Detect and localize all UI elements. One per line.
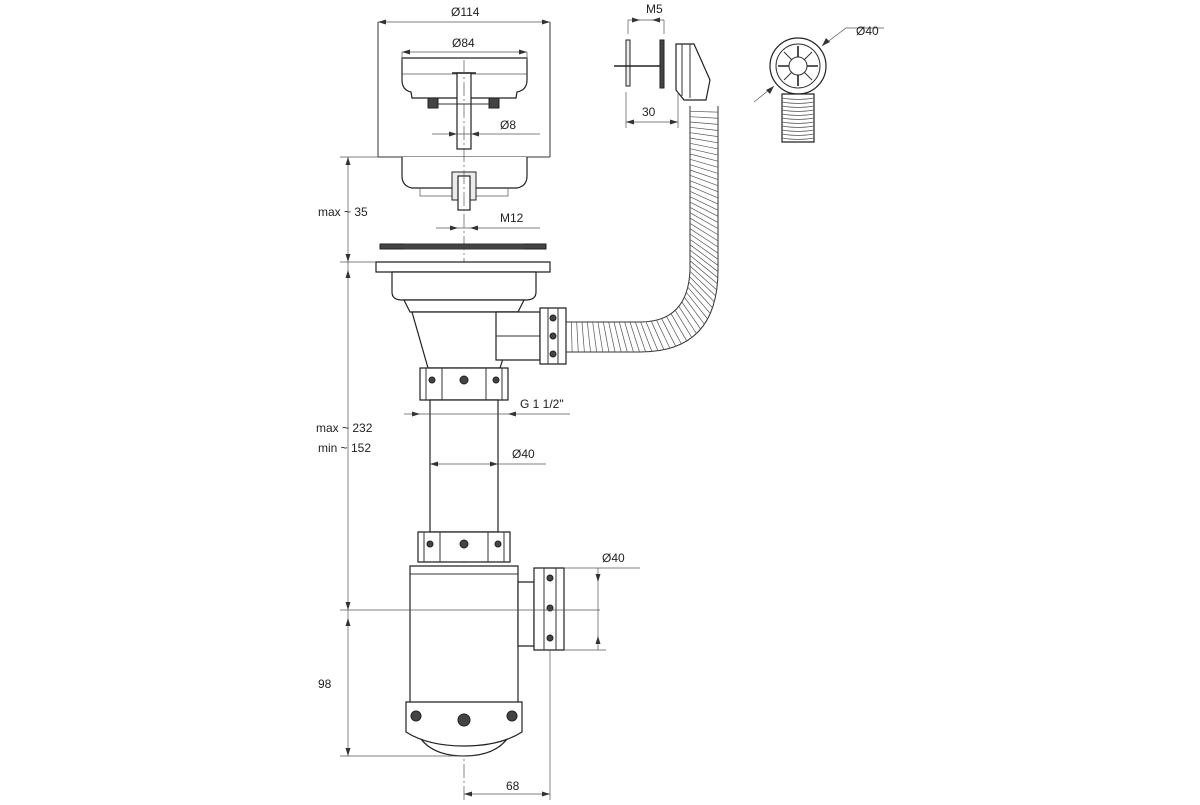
hose-rib bbox=[686, 292, 708, 320]
dim-d40-top: Ø40 bbox=[856, 24, 879, 38]
dim-68: 68 bbox=[506, 779, 520, 793]
hose-rib bbox=[656, 319, 671, 349]
hose-rib bbox=[689, 142, 719, 150]
dim-max232: max ~ 232 bbox=[316, 421, 373, 435]
front-hose-rib bbox=[781, 117, 815, 120]
dim-m5: M5 bbox=[646, 2, 663, 16]
front-hose-rib bbox=[781, 97, 815, 100]
hose-rib bbox=[689, 137, 719, 144]
front-hose-rib bbox=[781, 105, 815, 108]
dim-d114: Ø114 bbox=[451, 5, 480, 19]
hose-rib bbox=[592, 321, 598, 353]
dim-d40-outlet: Ø40 bbox=[602, 551, 625, 565]
dim-d8: Ø8 bbox=[500, 118, 516, 132]
hose-rib bbox=[689, 249, 719, 272]
hose-rib bbox=[684, 297, 705, 325]
hose-rib bbox=[581, 321, 585, 353]
dim-m12: M12 bbox=[500, 211, 524, 225]
hose-rib bbox=[689, 116, 719, 119]
hose-rib bbox=[689, 228, 719, 248]
hose-rib bbox=[645, 321, 659, 351]
hose-rib bbox=[613, 321, 622, 353]
hose-rib bbox=[689, 126, 719, 131]
hose-rib bbox=[689, 239, 719, 260]
hose-rib bbox=[674, 310, 693, 338]
dimension-labels: Ø114 Ø84 Ø8 M12 M5 30 Ø40 max ~ 35 max ~… bbox=[316, 2, 879, 793]
front-hose-rib bbox=[781, 113, 815, 116]
hose-rib bbox=[689, 191, 719, 205]
hose-rib bbox=[689, 276, 715, 303]
hose-rib bbox=[689, 110, 719, 113]
hose-rib bbox=[689, 260, 718, 285]
front-hose-rib bbox=[781, 125, 815, 128]
front-hose-rib bbox=[781, 121, 815, 124]
hose-rib bbox=[689, 180, 719, 193]
front-hose-rib bbox=[781, 109, 815, 112]
hose-rib bbox=[689, 201, 719, 217]
hose-rib bbox=[689, 175, 719, 187]
hose-rib bbox=[619, 321, 628, 353]
hose-rib bbox=[689, 159, 719, 168]
hose-rib bbox=[624, 321, 634, 353]
hose-rib bbox=[689, 148, 719, 156]
hose-rib bbox=[688, 281, 713, 308]
hose-rib bbox=[650, 321, 665, 350]
dim-d40-tube: Ø40 bbox=[512, 447, 535, 461]
hose-rib bbox=[689, 244, 719, 266]
dim-g112: G 1 1/2" bbox=[520, 397, 564, 411]
hose-rib bbox=[586, 321, 591, 353]
overflow-side-view bbox=[614, 39, 711, 128]
overflow-hose bbox=[566, 106, 719, 353]
hose-rib bbox=[689, 132, 719, 138]
hose-rib bbox=[608, 321, 616, 353]
hose-rib bbox=[689, 233, 719, 254]
dim-98: 98 bbox=[318, 677, 332, 691]
hose-rib bbox=[576, 321, 579, 353]
dim-min152: min ~ 152 bbox=[318, 441, 371, 455]
hose-rib bbox=[689, 153, 719, 162]
hose-rib bbox=[670, 313, 688, 342]
dim-d84: Ø84 bbox=[452, 36, 475, 50]
hose-rib bbox=[666, 316, 682, 345]
hose-rib bbox=[689, 271, 716, 297]
hose-rib bbox=[689, 196, 719, 211]
hose-rib bbox=[689, 212, 719, 229]
hose-rib bbox=[629, 321, 640, 353]
hose-rib bbox=[678, 306, 697, 334]
hose-rib bbox=[597, 321, 604, 353]
hose-rib bbox=[635, 321, 647, 353]
front-hose-rib bbox=[781, 133, 815, 136]
front-hose-rib bbox=[781, 137, 815, 140]
front-hose-rib bbox=[781, 129, 815, 132]
hose-rib bbox=[689, 121, 719, 125]
hose-rib bbox=[687, 286, 711, 314]
hose-rib bbox=[681, 301, 701, 330]
hose-rib bbox=[689, 255, 719, 278]
dim-max35: max ~ 35 bbox=[318, 205, 368, 219]
hose-rib bbox=[689, 223, 719, 242]
overflow-front-view bbox=[769, 37, 827, 143]
hose-rib bbox=[689, 217, 719, 236]
dimension-lines bbox=[340, 17, 884, 800]
hose-rib bbox=[689, 169, 719, 180]
dim-30: 30 bbox=[642, 105, 656, 119]
hose-rib bbox=[689, 207, 719, 223]
hose-rib bbox=[661, 318, 677, 347]
hose-rib bbox=[689, 265, 717, 291]
siphon-body bbox=[375, 243, 567, 757]
hose-rib bbox=[602, 321, 610, 353]
hose-rib bbox=[640, 321, 653, 352]
front-hose-rib bbox=[781, 101, 815, 104]
hose-rib bbox=[689, 185, 719, 199]
hose-rib bbox=[570, 321, 573, 353]
hose-rib bbox=[689, 164, 719, 174]
